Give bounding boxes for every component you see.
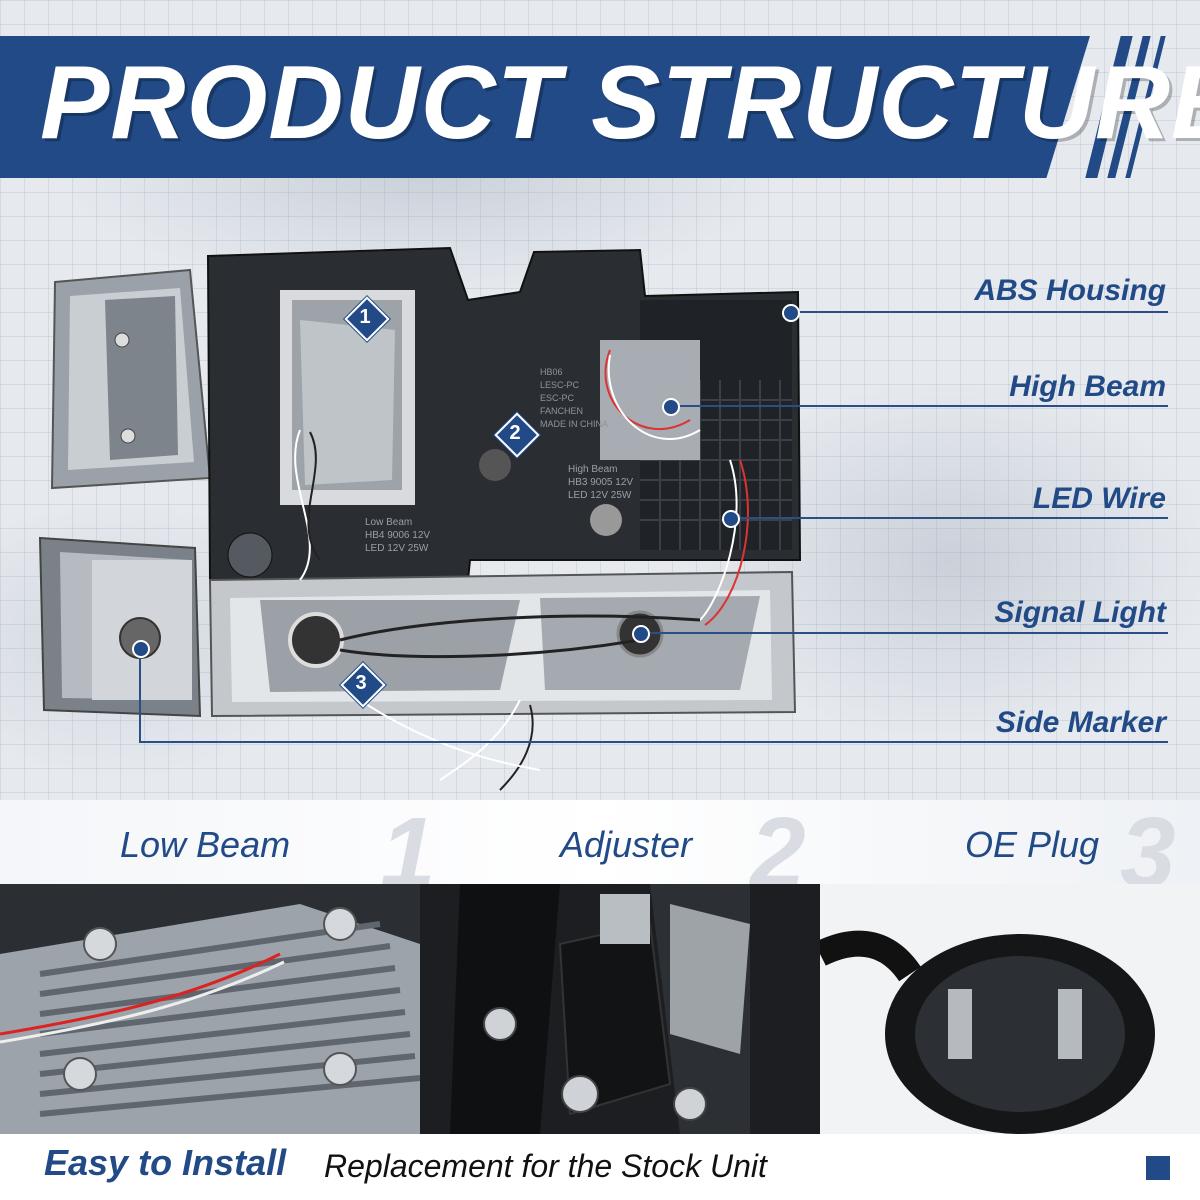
oe-plug-photo xyxy=(820,884,1200,1134)
title-banner xyxy=(0,36,1090,178)
low-beam-print-line-3: LED 12V 25W xyxy=(365,543,429,554)
footer-bar xyxy=(0,1134,1200,1200)
high-beam-print-line-1: High Beam xyxy=(568,464,617,475)
feature-adjuster: 2 Adjuster xyxy=(400,797,806,909)
callout-signal-light: Signal Light xyxy=(994,596,1166,629)
low-beam-photo xyxy=(0,884,420,1134)
abs-housing-marker xyxy=(782,304,800,322)
led-wire xyxy=(294,349,749,791)
callout-led-wire: LED Wire xyxy=(1032,482,1166,515)
adjuster-photo xyxy=(420,884,820,1134)
callout-lines xyxy=(139,311,1168,743)
feature-name: Adjuster xyxy=(560,824,693,865)
footer-square-icon xyxy=(1146,1156,1170,1180)
housing-center-print-line: LESC-PC xyxy=(540,380,580,390)
badge-2: 2 xyxy=(494,412,540,458)
badge-1: 1 xyxy=(344,296,390,342)
housing-center-print-line: MADE IN CHINA xyxy=(540,419,608,429)
callout-abs-housing: ABS Housing xyxy=(974,274,1166,307)
footer-description: Replacement for the Stock Unit xyxy=(324,1148,767,1184)
side-marker-chrome-bottom xyxy=(38,536,202,718)
badge-number: 1 xyxy=(359,306,371,328)
callout-high-beam: High Beam xyxy=(1009,370,1166,403)
high-beam-print-line-3: LED 12V 25W xyxy=(568,490,632,501)
low-beam-print-line-2: HB4 9006 12V xyxy=(365,530,430,541)
feature-low-beam: 1 Low Beam xyxy=(0,797,436,909)
led-wire-marker xyxy=(722,510,740,528)
housing-center-print-line: HB06 xyxy=(540,367,563,377)
signal-light-marker xyxy=(632,625,650,643)
housing-center-print-line: ESC-PC xyxy=(540,393,575,403)
housing-center-print-line: FANCHEN xyxy=(540,406,583,416)
high-beam-marker xyxy=(662,398,680,416)
badge-number: 3 xyxy=(355,672,367,694)
badge-number: 2 xyxy=(509,422,521,444)
page-title: PRODUCT STRUCTURE xyxy=(40,45,1200,161)
side-marker-marker xyxy=(132,640,150,658)
badge-3: 3 xyxy=(340,662,386,708)
footer-headline: Easy to Install xyxy=(44,1142,287,1183)
feature-name: OE Plug xyxy=(965,824,1100,865)
side-marker-chrome-top xyxy=(50,268,212,490)
feature-labels-band xyxy=(0,800,1200,884)
low-beam-print-line-1: Low Beam xyxy=(365,517,412,528)
callout-side-marker: Side Marker xyxy=(995,706,1166,739)
signal-light-chrome-bar xyxy=(208,570,797,718)
feature-name: Low Beam xyxy=(120,824,291,865)
feature-oe-plug: 3 OE Plug xyxy=(800,797,1200,909)
high-beam-print-line-2: HB3 9005 12V xyxy=(568,477,633,488)
